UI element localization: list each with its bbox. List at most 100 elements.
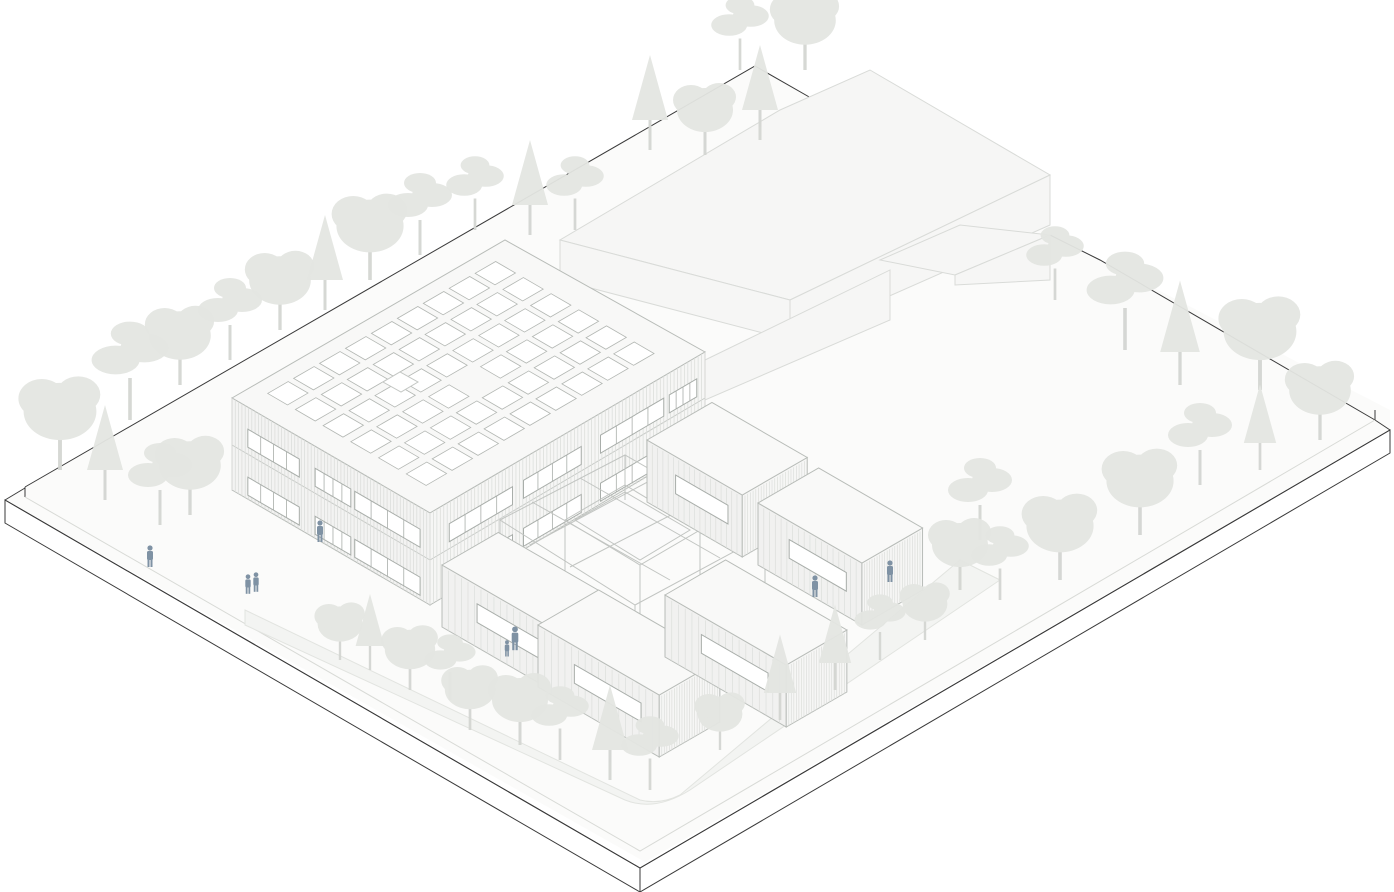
tree [1026, 226, 1084, 300]
tree [244, 250, 315, 330]
tree [331, 193, 408, 280]
tree [381, 625, 438, 690]
tree [307, 215, 343, 310]
solar-panel [294, 397, 337, 422]
solar-panel [457, 431, 500, 456]
solar-panel [452, 338, 494, 363]
solar-panel [401, 399, 444, 424]
neighbour-annex-face [954, 234, 1051, 286]
solar-panel [424, 322, 467, 347]
tree [818, 604, 852, 690]
solar-panel [422, 291, 465, 316]
tree [769, 0, 840, 70]
solar-panel [483, 416, 526, 441]
person-figure [504, 640, 510, 657]
tree [446, 156, 504, 230]
solar-panel [448, 276, 491, 301]
solar-panel [405, 461, 448, 486]
solar-panel [502, 277, 544, 302]
solar-panel [322, 413, 365, 438]
pavilion-south-east [664, 559, 848, 728]
solar-panel [474, 261, 517, 286]
person-figure [245, 574, 251, 594]
front-curb-line [24, 419, 1376, 852]
tree [621, 716, 679, 790]
solar-panel [455, 400, 498, 425]
solar-panel [479, 354, 522, 379]
tree [388, 173, 452, 255]
solar-panel [585, 325, 628, 350]
solar-panel [533, 355, 576, 380]
classroom-pavilions [441, 401, 924, 758]
tree [971, 526, 1029, 600]
tree [87, 405, 123, 500]
solar-panel [559, 340, 602, 365]
tree [198, 278, 262, 360]
solar-panel [529, 293, 572, 318]
tree [1021, 493, 1098, 580]
tree [673, 83, 736, 155]
tree [763, 634, 797, 720]
tree [1284, 360, 1355, 440]
tree [546, 156, 604, 230]
tree [512, 140, 548, 235]
solar-panel [429, 415, 472, 440]
solar-panel [450, 307, 493, 332]
tree [1243, 384, 1277, 470]
neighbouring-building [558, 69, 1052, 401]
person-figure [887, 560, 893, 582]
tree [1101, 448, 1178, 535]
solar-panel [318, 351, 361, 376]
solar-panel [375, 414, 418, 439]
tree [1168, 403, 1232, 485]
solar-panel [372, 352, 415, 377]
solar-panel [557, 309, 600, 334]
solar-panel [344, 336, 387, 361]
solar-panel [507, 370, 550, 395]
foreground-trees [314, 582, 950, 790]
tree [742, 45, 778, 140]
solar-panel [320, 382, 363, 407]
tree [424, 634, 476, 700]
solar-panel [476, 292, 519, 317]
solar-panel [377, 445, 420, 470]
tree [899, 582, 950, 640]
person-figure [317, 520, 323, 542]
solar-panel [427, 384, 470, 409]
rooftop-solar-panels [266, 261, 655, 486]
tree [91, 321, 169, 420]
solar-panel [587, 356, 629, 381]
tree [1218, 296, 1301, 390]
tree [928, 518, 991, 590]
people-figures [147, 520, 893, 657]
courtyard-void [574, 491, 691, 561]
solar-panel [403, 430, 446, 455]
tree [531, 686, 589, 760]
solar-panel [535, 386, 578, 411]
solar-panel [505, 339, 548, 364]
tree [694, 692, 745, 750]
tree [1160, 280, 1200, 385]
solar-panel [561, 371, 603, 396]
solar-panel [348, 398, 391, 423]
tree [711, 0, 769, 70]
person-figure [511, 626, 519, 651]
solar-panel [396, 306, 439, 331]
solar-panel [531, 324, 574, 349]
tree [592, 685, 628, 780]
solar-panel [350, 429, 392, 454]
person-figure [812, 575, 818, 597]
solar-panel [503, 308, 546, 333]
roof-hatch [381, 371, 420, 393]
background-trees [18, 0, 1355, 600]
person-figure [253, 572, 259, 592]
solar-panel [431, 446, 474, 471]
solar-panel [426, 353, 468, 378]
site-slab-top-edge [4, 429, 1391, 869]
solar-panel [370, 321, 413, 346]
solar-panel [509, 401, 552, 426]
solar-panel [612, 341, 655, 366]
solar-panel [398, 337, 441, 362]
